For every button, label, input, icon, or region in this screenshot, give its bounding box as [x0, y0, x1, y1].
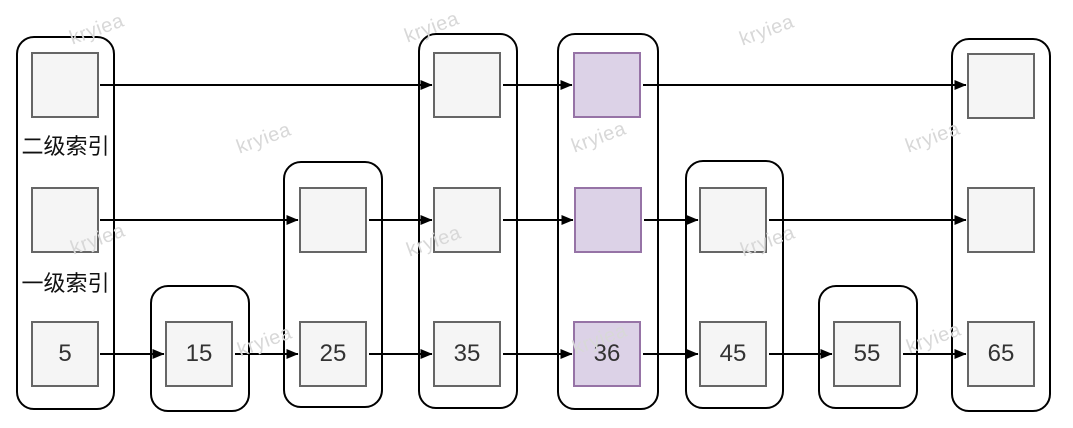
node-36-level1-pointer — [574, 187, 642, 253]
node-5: 5 — [31, 321, 99, 387]
label-level2-index: 二级索引 — [21, 134, 110, 159]
label-level1-index: 一级索引 — [21, 271, 110, 296]
node-5-level1-pointer — [31, 187, 99, 253]
node-45: 45 — [699, 321, 767, 387]
node-35-level1-pointer — [433, 187, 501, 253]
node-25: 25 — [299, 321, 367, 387]
node-25-level1-pointer — [299, 187, 367, 253]
node-5-level2-pointer — [31, 52, 99, 118]
node-65: 65 — [967, 321, 1035, 387]
node-65-level2-pointer — [967, 53, 1035, 119]
node-65-level1-pointer — [967, 187, 1035, 253]
node-35-level2-pointer — [433, 52, 501, 118]
node-36-level2-pointer — [573, 52, 641, 118]
node-45-level1-pointer — [699, 187, 767, 253]
node-35: 35 — [433, 321, 501, 387]
node-36: 36 — [573, 321, 641, 387]
node-55: 55 — [833, 321, 901, 387]
node-15: 15 — [165, 321, 233, 387]
